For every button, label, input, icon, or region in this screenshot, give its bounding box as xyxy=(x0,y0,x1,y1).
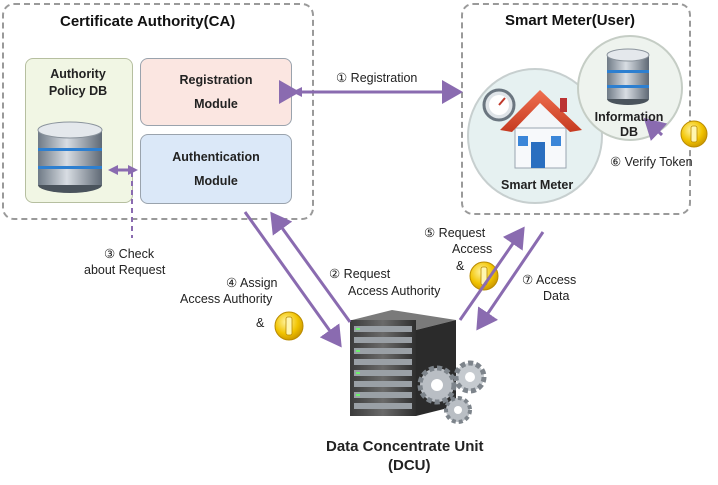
smart-meter-label: Smart Meter xyxy=(501,178,574,192)
step-request-access-1: ⑤ Request xyxy=(424,226,486,240)
registration-module: Registration Module xyxy=(140,58,292,126)
step-access-data-1: ⑦ Access xyxy=(522,273,577,287)
dcu-title: Data Concentrate Unit xyxy=(326,438,484,455)
assign-authority-arrow xyxy=(243,211,342,348)
step-request-access-2: Access xyxy=(452,242,493,256)
step-request-authority-2: Access Authority xyxy=(348,284,441,298)
database-icon xyxy=(37,121,103,193)
step-assign-1: ④ Assign xyxy=(226,276,278,290)
token-coin-icon xyxy=(680,120,708,148)
gear-icon xyxy=(417,360,487,424)
info-database-icon xyxy=(606,48,650,105)
info-db-label: Information DB xyxy=(594,110,664,139)
step-access-data-2: Data xyxy=(543,289,570,303)
step-check-1: ③ Check xyxy=(104,247,155,261)
step-check-2: about Request xyxy=(84,263,166,277)
ca-title: Certificate Authority(CA) xyxy=(60,13,236,30)
access-data-arrow xyxy=(476,231,545,331)
smart-meter-title: Smart Meter(User) xyxy=(505,12,636,29)
step-request-authority-1: ② Request xyxy=(329,267,391,281)
step-verify-token: ⑥ Verify Token xyxy=(610,155,693,169)
step-registration: ① Registration xyxy=(336,71,418,85)
request-access-arrow xyxy=(458,226,525,321)
step-request-access-amp: & xyxy=(456,259,465,273)
registration-module-label: Registration Module xyxy=(179,73,253,111)
house-icon xyxy=(500,90,582,169)
dcu-subtitle: (DCU) xyxy=(388,457,431,474)
token-coin-icon xyxy=(274,311,304,341)
policy-db-label: Authority Policy DB xyxy=(48,67,108,98)
authentication-module-label: Authentication Module xyxy=(172,150,260,188)
step-assign-amp: & xyxy=(256,316,265,330)
authentication-module: Authentication Module xyxy=(140,134,292,204)
token-coin-icon xyxy=(469,261,499,291)
request-authority-arrow xyxy=(270,211,352,323)
verify-token-arrow xyxy=(643,117,668,142)
step-assign-2: Access Authority xyxy=(180,292,273,306)
gauge-icon xyxy=(482,88,516,122)
